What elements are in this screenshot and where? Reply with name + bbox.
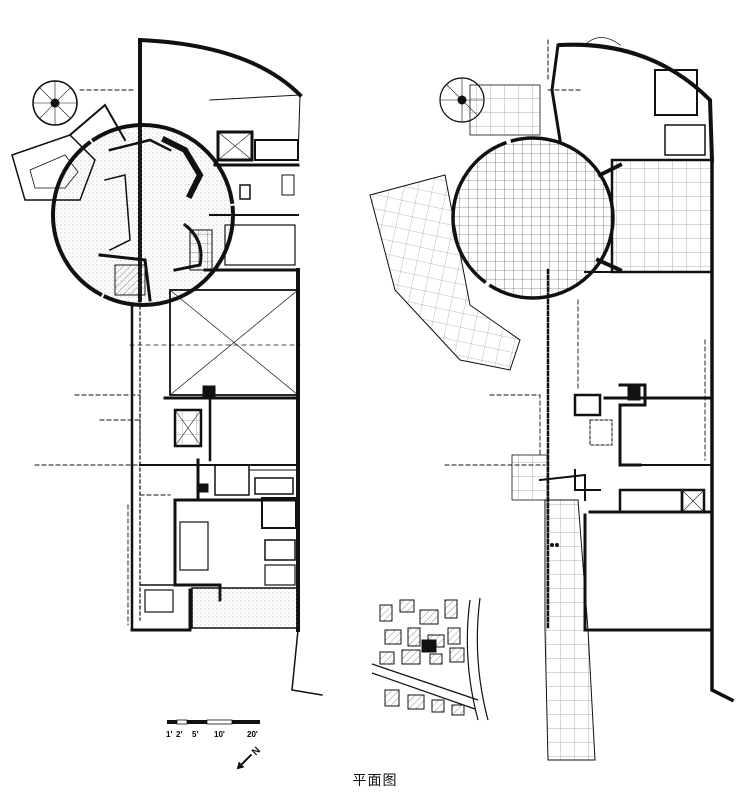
scale-tick-2: 2' [176, 730, 182, 739]
scale-tick-20: 20' [247, 730, 258, 739]
spiral-stair [32, 80, 78, 126]
scale-tick-10: 10' [214, 730, 225, 739]
spiral-stair-upper [439, 77, 485, 123]
scale-bar: 1' 2' 5' 10' 20' [166, 719, 260, 739]
north-letter: N [250, 745, 263, 758]
grid-walkway [544, 499, 596, 761]
scale-tick-5: 5' [192, 730, 198, 739]
grid-hall [610, 158, 714, 274]
grid-terrace [369, 174, 521, 371]
site-plan-inset [370, 595, 492, 721]
plan-lower-level [11, 37, 323, 696]
scale-tick-1: 1' [166, 730, 172, 739]
drawing-caption: 平面图 [352, 773, 398, 789]
plan-upper-level [369, 37, 735, 761]
